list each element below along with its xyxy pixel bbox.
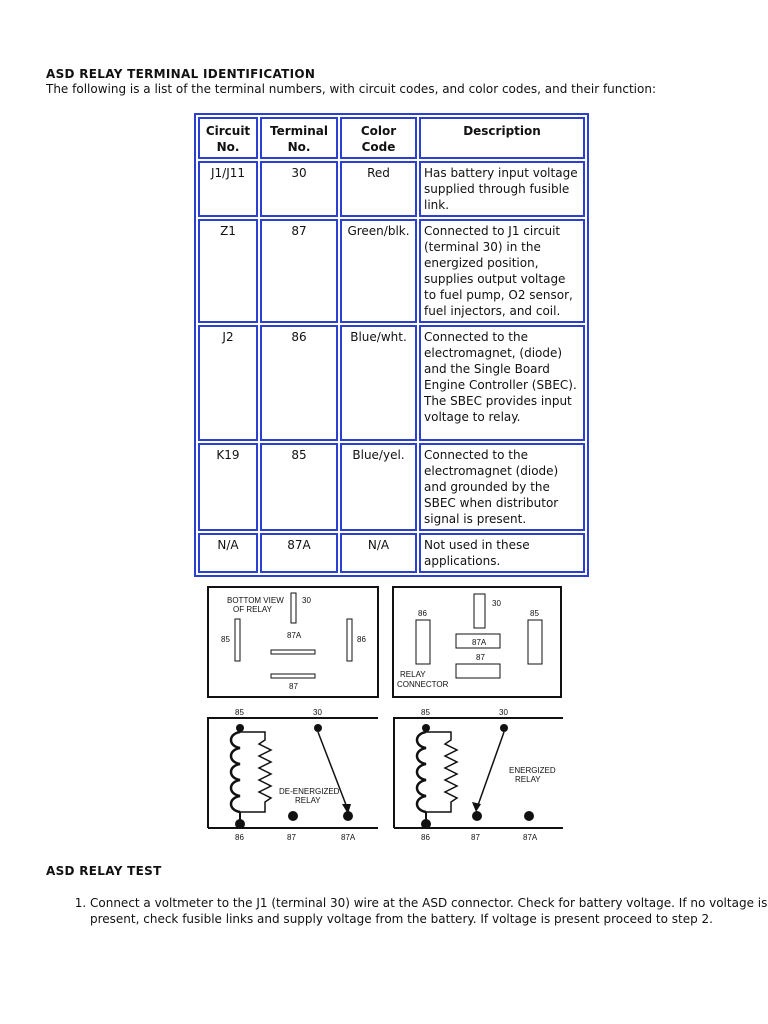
cell-description: Not used in these applications. — [419, 533, 585, 573]
energized-label-line1: ENERGIZED — [509, 766, 556, 775]
cell-circuit: K19 — [198, 443, 258, 531]
table-row: J2 86 Blue/wht. Connected to the electro… — [198, 325, 585, 441]
cell-color: Red — [340, 161, 417, 217]
header-description: Description — [419, 117, 585, 159]
cell-terminal: 87A — [260, 533, 338, 573]
svg-text:87A: 87A — [472, 638, 487, 647]
cell-circuit: J1/J11 — [198, 161, 258, 217]
table-row: Z1 87 Green/blk. Connected to J1 circuit… — [198, 219, 585, 323]
cell-color: Blue/wht. — [340, 325, 417, 441]
cell-terminal: 30 — [260, 161, 338, 217]
energized-label-line2: RELAY — [515, 775, 541, 784]
svg-text:30: 30 — [492, 599, 501, 608]
cell-color: Blue/yel. — [340, 443, 417, 531]
cell-description: Connected to the electromagnet, (diode) … — [419, 325, 585, 441]
cell-description: Connected to J1 circuit (terminal 30) in… — [419, 219, 585, 323]
relay-bottom-view-diagram: BOTTOM VIEW OF RELAY 30 87A 85 86 87 — [207, 586, 379, 698]
energized-relay-diagram: 85 30 ENERGIZED RELAY 86 87 87A — [393, 708, 563, 842]
deenergized-label-line1: DE-ENERGIZED — [279, 787, 340, 796]
svg-text:87: 87 — [476, 653, 485, 662]
cell-circuit: Z1 — [198, 219, 258, 323]
svg-text:85: 85 — [235, 708, 244, 717]
svg-text:85: 85 — [530, 609, 539, 618]
cell-terminal: 86 — [260, 325, 338, 441]
svg-text:86: 86 — [357, 635, 366, 644]
svg-text:86: 86 — [418, 609, 427, 618]
cell-circuit: N/A — [198, 533, 258, 573]
table-row: N/A 87A N/A Not used in these applicatio… — [198, 533, 585, 573]
svg-text:30: 30 — [313, 708, 322, 717]
svg-text:87: 87 — [287, 833, 296, 842]
connector-label-line2: CONNECTOR — [397, 680, 449, 689]
cell-terminal: 87 — [260, 219, 338, 323]
table-row: J1/J11 30 Red Has battery input voltage … — [198, 161, 585, 217]
svg-text:87: 87 — [289, 682, 298, 691]
svg-text:86: 86 — [421, 833, 430, 842]
bottom-view-title-line2: OF RELAY — [233, 605, 273, 614]
test-steps-list: Connect a voltmeter to the J1 (terminal … — [46, 895, 768, 927]
svg-text:86: 86 — [235, 833, 244, 842]
relay-connector-diagram: 30 86 85 87A 87 RELAY CONNECTOR — [392, 586, 562, 698]
svg-text:87A: 87A — [287, 631, 302, 640]
deenergized-relay-diagram: 85 30 DE-ENERGIZED RELAY 86 87 87A — [207, 708, 378, 842]
svg-text:30: 30 — [302, 596, 311, 605]
svg-text:85: 85 — [421, 708, 430, 717]
bottom-view-title-line1: BOTTOM VIEW — [227, 596, 284, 605]
svg-text:30: 30 — [499, 708, 508, 717]
cell-terminal: 85 — [260, 443, 338, 531]
test-title: ASD RELAY TEST — [46, 864, 162, 878]
table-row: K19 85 Blue/yel. Connected to the electr… — [198, 443, 585, 531]
svg-text:87A: 87A — [341, 833, 356, 842]
svg-text:85: 85 — [221, 635, 230, 644]
svg-text:87: 87 — [471, 833, 480, 842]
connector-label-line1: RELAY — [400, 670, 426, 679]
cell-description: Has battery input voltage supplied throu… — [419, 161, 585, 217]
page-title: ASD RELAY TERMINAL IDENTIFICATION — [46, 67, 316, 81]
list-item: Connect a voltmeter to the J1 (terminal … — [90, 895, 768, 927]
svg-text:87A: 87A — [523, 833, 538, 842]
cell-color: Green/blk. — [340, 219, 417, 323]
cell-circuit: J2 — [198, 325, 258, 441]
cell-description: Connected to the electromagnet (diode) a… — [419, 443, 585, 531]
intro-text: The following is a list of the terminal … — [46, 82, 657, 96]
deenergized-label-line2: RELAY — [295, 796, 321, 805]
cell-color: N/A — [340, 533, 417, 573]
